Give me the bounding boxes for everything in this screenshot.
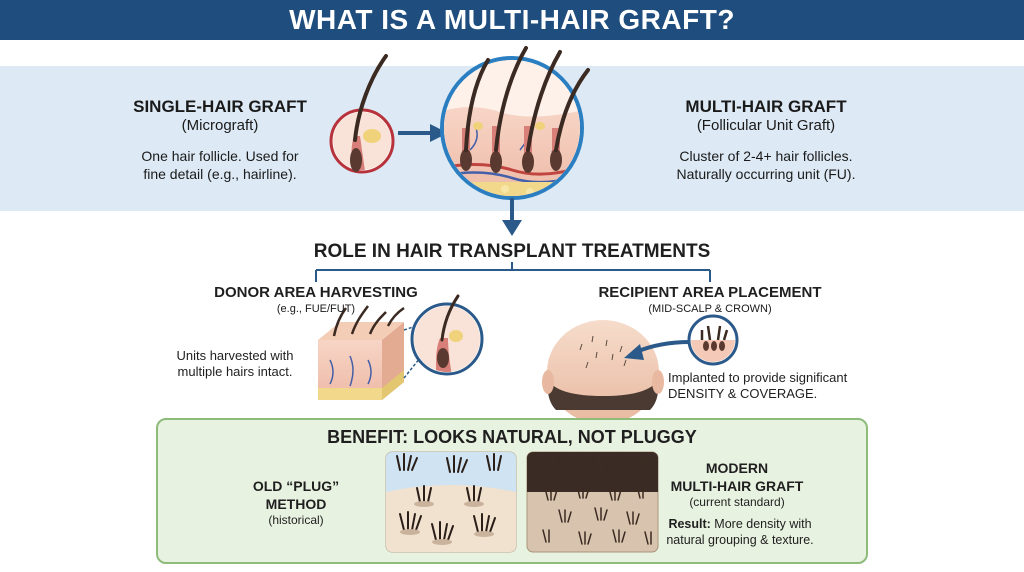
modern-graft-label: MODERN MULTI-HAIR GRAFT (current standar… (652, 460, 822, 510)
modern-graft-line-1: MODERN (705, 460, 769, 476)
modern-graft-sub: (current standard) (689, 495, 785, 509)
multi-hair-follicle-icon (440, 46, 590, 200)
old-plug-scalp-image (385, 451, 517, 553)
multi-hair-graft-title: MULTI-HAIR GRAFT (685, 97, 847, 116)
old-plug-line-2: METHOD (265, 495, 327, 512)
page-title: WHAT IS A MULTI-HAIR GRAFT? (289, 4, 735, 35)
old-plug-label: OLD “PLUG” METHOD (historical) (236, 478, 356, 528)
multi-hair-graft-desc-2: Naturally occurring unit (FU). (676, 165, 856, 182)
donor-area-header: DONOR AREA HARVESTING (e.g., FUE/FUT) (196, 284, 436, 317)
single-hair-graft-desc-2: fine detail (e.g., hairline). (143, 165, 297, 182)
modern-graft-result: Result: More density with natural groupi… (640, 516, 840, 549)
recipient-graft-zoom-icon (687, 314, 739, 366)
recipient-area-description: Implanted to provide significant DENSITY… (668, 370, 908, 403)
recipient-head-icon (542, 320, 664, 424)
benefit-title: BENEFIT: LOOKS NATURAL, NOT PLUGGY (327, 427, 697, 447)
donor-area-description: Units harvested with multiple hairs inta… (160, 348, 310, 381)
donor-area-desc-1: Units harvested with (176, 348, 294, 363)
single-hair-follicle-icon (329, 54, 395, 174)
donor-follicle-zoom-icon (410, 294, 484, 376)
recipient-area-header: RECIPIENT AREA PLACEMENT (MID-SCALP & CR… (560, 284, 860, 317)
recipient-area-desc-2: DENSITY & COVERAGE. (668, 386, 818, 402)
donor-area-title: DONOR AREA HARVESTING (214, 284, 418, 301)
donor-area-desc-2: multiple hairs intact. (177, 364, 293, 380)
arrow-right-icon (398, 124, 448, 142)
old-plug-line-1: OLD “PLUG” (252, 478, 340, 494)
result-line-2: natural grouping & texture. (666, 533, 814, 548)
donor-skin-block-icon (318, 305, 421, 400)
curved-arrow-icon (624, 340, 691, 360)
single-hair-graft-title: SINGLE-HAIR GRAFT (133, 97, 307, 116)
single-hair-graft-desc-1: One hair follicle. Used for (141, 148, 299, 164)
recipient-area-subtitle: (MID-SCALP & CROWN) (648, 302, 772, 315)
single-hair-graft-subtitle: (Micrograft) (181, 117, 259, 135)
role-section-title: ROLE IN HAIR TRANSPLANT TREATMENTS (313, 241, 711, 262)
modern-graft-scalp-image (526, 451, 659, 553)
recipient-area-desc-1: Implanted to provide significant (668, 370, 848, 385)
multi-hair-graft-desc-1: Cluster of 2-4+ hair follicles. (679, 148, 853, 164)
modern-graft-line-2: MULTI-HAIR GRAFT (670, 477, 804, 494)
result-line-1: More density with (710, 517, 812, 531)
recipient-area-title: RECIPIENT AREA PLACEMENT (598, 284, 822, 301)
page-title-banner: WHAT IS A MULTI-HAIR GRAFT? (0, 0, 1024, 40)
multi-hair-graft-label: MULTI-HAIR GRAFT (Follicular Unit Graft)… (636, 96, 896, 183)
arrow-down-icon (502, 198, 522, 236)
single-hair-graft-label: SINGLE-HAIR GRAFT (Micrograft) One hair … (100, 96, 340, 183)
multi-hair-graft-subtitle: (Follicular Unit Graft) (696, 117, 836, 135)
role-connector-lines (315, 262, 711, 282)
donor-area-subtitle: (e.g., FUE/FUT) (276, 302, 356, 315)
old-plug-sub: (historical) (268, 513, 324, 527)
result-label: Result: (668, 517, 711, 531)
